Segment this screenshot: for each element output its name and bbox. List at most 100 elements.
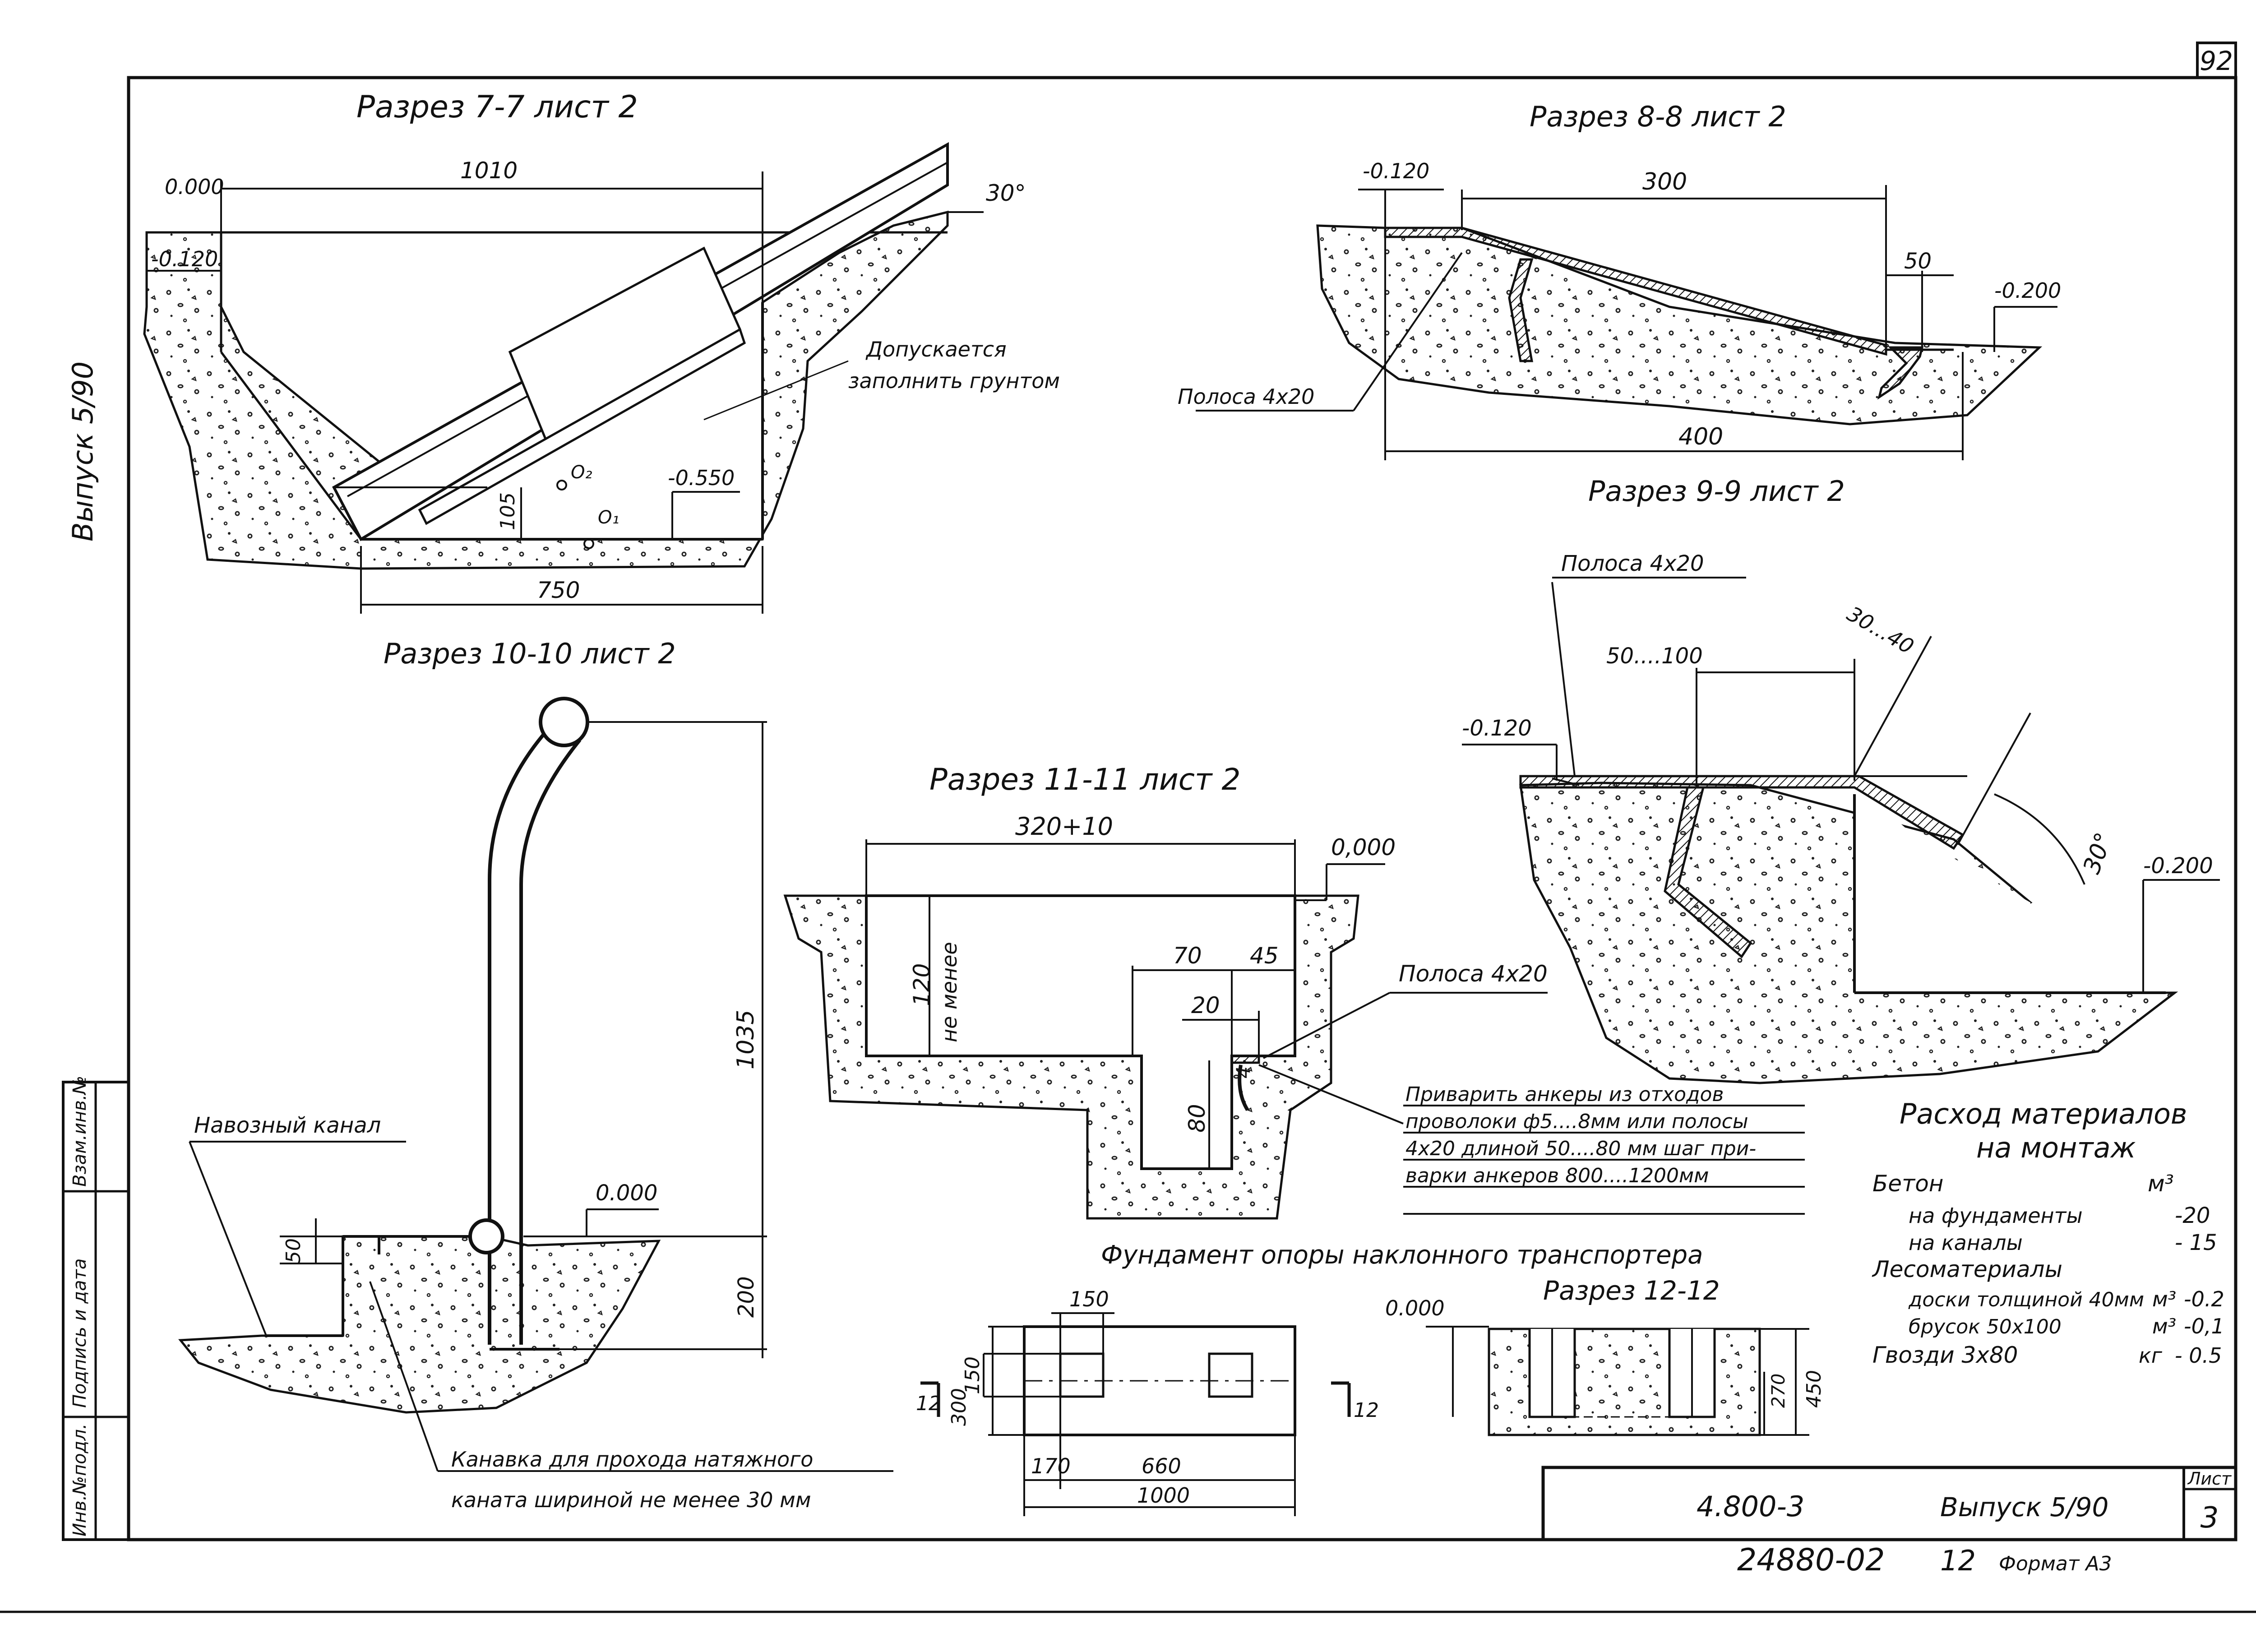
strip-11-11: Полоса 4х20 [1399,961,1548,987]
dim-8-8-50: 50 [1904,249,1932,274]
dim-9-9-a: 50....100 [1606,643,1703,669]
elev-9-9-a: -0.120 [1462,716,1532,741]
point-o2: O₂ [571,462,592,483]
dim-found-150-side: 150 [961,1356,984,1394]
material-unit-boards: м³ [2152,1287,2176,1311]
material-value-boards: -0.2 [2184,1287,2224,1311]
elev-8-8-a: -0.120 [1363,159,1429,183]
dim-11-11-not-less: не менее [937,942,962,1042]
material-label-channels: на каналы [1909,1231,2023,1255]
title-9-9: Разрез 9-9 лист 2 [1588,475,1845,508]
elev-12-12: 0.000 [1385,1296,1445,1320]
sheet-number: 3 [2201,1501,2219,1535]
material-unit-bar: м³ [2152,1314,2176,1338]
stamp-sign-label: Подпись и дата [69,1259,90,1408]
title-11-11: Разрез 11-11 лист 2 [929,762,1240,797]
dim-found-660: 660 [1142,1454,1181,1478]
material-value-foundations: -20 [2175,1203,2210,1228]
stamp-replace-label: Взам.инв.№ [69,1076,90,1187]
materials-table: Расход материалов на монтаж Бетон м³ на … [1872,1097,2224,1368]
dim-10-10-1035: 1035 [732,1010,759,1069]
dim-10-10-200: 200 [734,1276,759,1318]
dim-found-300: 300 [948,1388,971,1426]
dim-7-7-1010: 1010 [460,157,518,184]
dim-11-11-4: 4 [1232,1066,1254,1078]
format-label: Формат А3 [1999,1552,2112,1575]
angle-9-9: 30° [2078,829,2118,877]
dim-11-11-70: 70 [1173,943,1202,969]
note-11-11-1: Приварить анкеры из отходов [1405,1083,1724,1106]
dim-found-1000: 1000 [1137,1483,1190,1508]
dim-8-8-300: 300 [1642,168,1687,195]
strip-9-9: Полоса 4х20 [1561,551,1704,576]
material-unit-nails: кг [2139,1343,2163,1368]
bottom-number: 12 [1940,1544,1976,1577]
point-o1: O₁ [598,507,619,528]
dim-12-12-450: 450 [1803,1370,1826,1408]
dim-7-7-750: 750 [537,577,580,603]
section-9-9 [1462,577,2220,1084]
material-label-timber: Лесоматериалы [1872,1256,2062,1282]
doc-code: 4.800-3 [1697,1490,1804,1523]
section-8-8 [1196,185,2057,460]
dim-11-11-120: 120 [909,963,935,1006]
issue-side-label: Выпуск 5/90 [66,361,99,541]
channel-label: Навозный канал [194,1113,381,1138]
page-number: 92 [2200,46,2233,76]
cut-mark-right: 12 [1354,1399,1379,1422]
strip-8-8: Полоса 4х20 [1178,384,1314,409]
angle-7-7: 30° [986,180,1026,206]
material-label-concrete: Бетон [1872,1171,1943,1197]
material-value-channels: - 15 [2175,1230,2217,1255]
foundation-title: Фундамент опоры наклонного транспортера [1101,1240,1703,1270]
dim-12-12-270: 270 [1768,1374,1789,1408]
title-7-7: Разрез 7-7 лист 2 [356,89,638,125]
material-label-foundations: на фундаменты [1909,1203,2083,1228]
note-10-10-1: Канавка для прохода натяжного [451,1447,813,1472]
dim-11-11-top: 320+10 [1015,812,1113,841]
dim-11-11-80: 80 [1184,1104,1210,1133]
note-11-11-4: варки анкеров 800....1200мм [1405,1164,1709,1187]
materials-title-1: Расход материалов [1900,1097,2187,1130]
doc-issue: Выпуск 5/90 [1940,1492,2108,1522]
title-10-10: Разрез 10-10 лист 2 [384,637,676,670]
elev-8-8-b: -0.200 [1994,278,2061,303]
dim-found-150-top: 150 [1069,1287,1109,1311]
elev-7-7-a: -0.120 [151,247,218,271]
bottom-code: 24880-02 [1737,1542,1885,1578]
elev-7-7-top: 0.000 [165,175,224,199]
dim-9-9-b: 30...40 [1843,602,1918,659]
elev-9-9-b: -0.200 [2143,853,2213,879]
material-value-bar: -0,1 [2184,1314,2224,1338]
title-8-8: Разрез 8-8 лист 2 [1530,100,1786,133]
foundation-plan [920,1312,1351,1516]
materials-title-2: на монтаж [1976,1131,2136,1164]
dim-found-170: 170 [1031,1454,1071,1478]
note-11-11-3: 4х20 длиной 50....80 мм шаг при- [1405,1137,1756,1160]
note-10-10-2: каната шириной не менее 30 мм [451,1488,811,1512]
material-unit-concrete: м³ [2148,1171,2174,1197]
dim-10-10-50: 50 [282,1238,305,1263]
section-7-7 [143,142,984,614]
stamp-inv-label: Инв.№подл. [69,1423,90,1536]
dim-11-11-45: 45 [1250,943,1279,969]
material-label-boards: доски толщиной 40мм [1908,1288,2144,1311]
cut-mark-left: 12 [916,1392,941,1415]
dim-7-7-105: 105 [496,492,519,530]
elev-11-11: 0,000 [1331,834,1396,861]
section-10-10 [178,697,893,1472]
note-7-7-1: Допускается [865,337,1007,361]
note-7-7-2: заполнить грунтом [848,369,1060,393]
material-value-nails: - 0.5 [2175,1343,2222,1368]
title-12-12: Разрез 12-12 [1543,1275,1720,1306]
sheet-frame [0,42,2256,1613]
section-11-11 [783,839,1805,1220]
material-label-bar: брусок 50х100 [1909,1315,2062,1338]
elev-7-7-b: -0.550 [668,466,735,490]
elev-10-10: 0.000 [596,1180,657,1206]
dim-11-11-20: 20 [1191,992,1220,1018]
material-label-nails: Гвозди 3х80 [1872,1342,2018,1368]
note-11-11-2: проволоки ф5....8мм или полосы [1405,1110,1748,1133]
sheet-label: Лист [2187,1469,2232,1489]
